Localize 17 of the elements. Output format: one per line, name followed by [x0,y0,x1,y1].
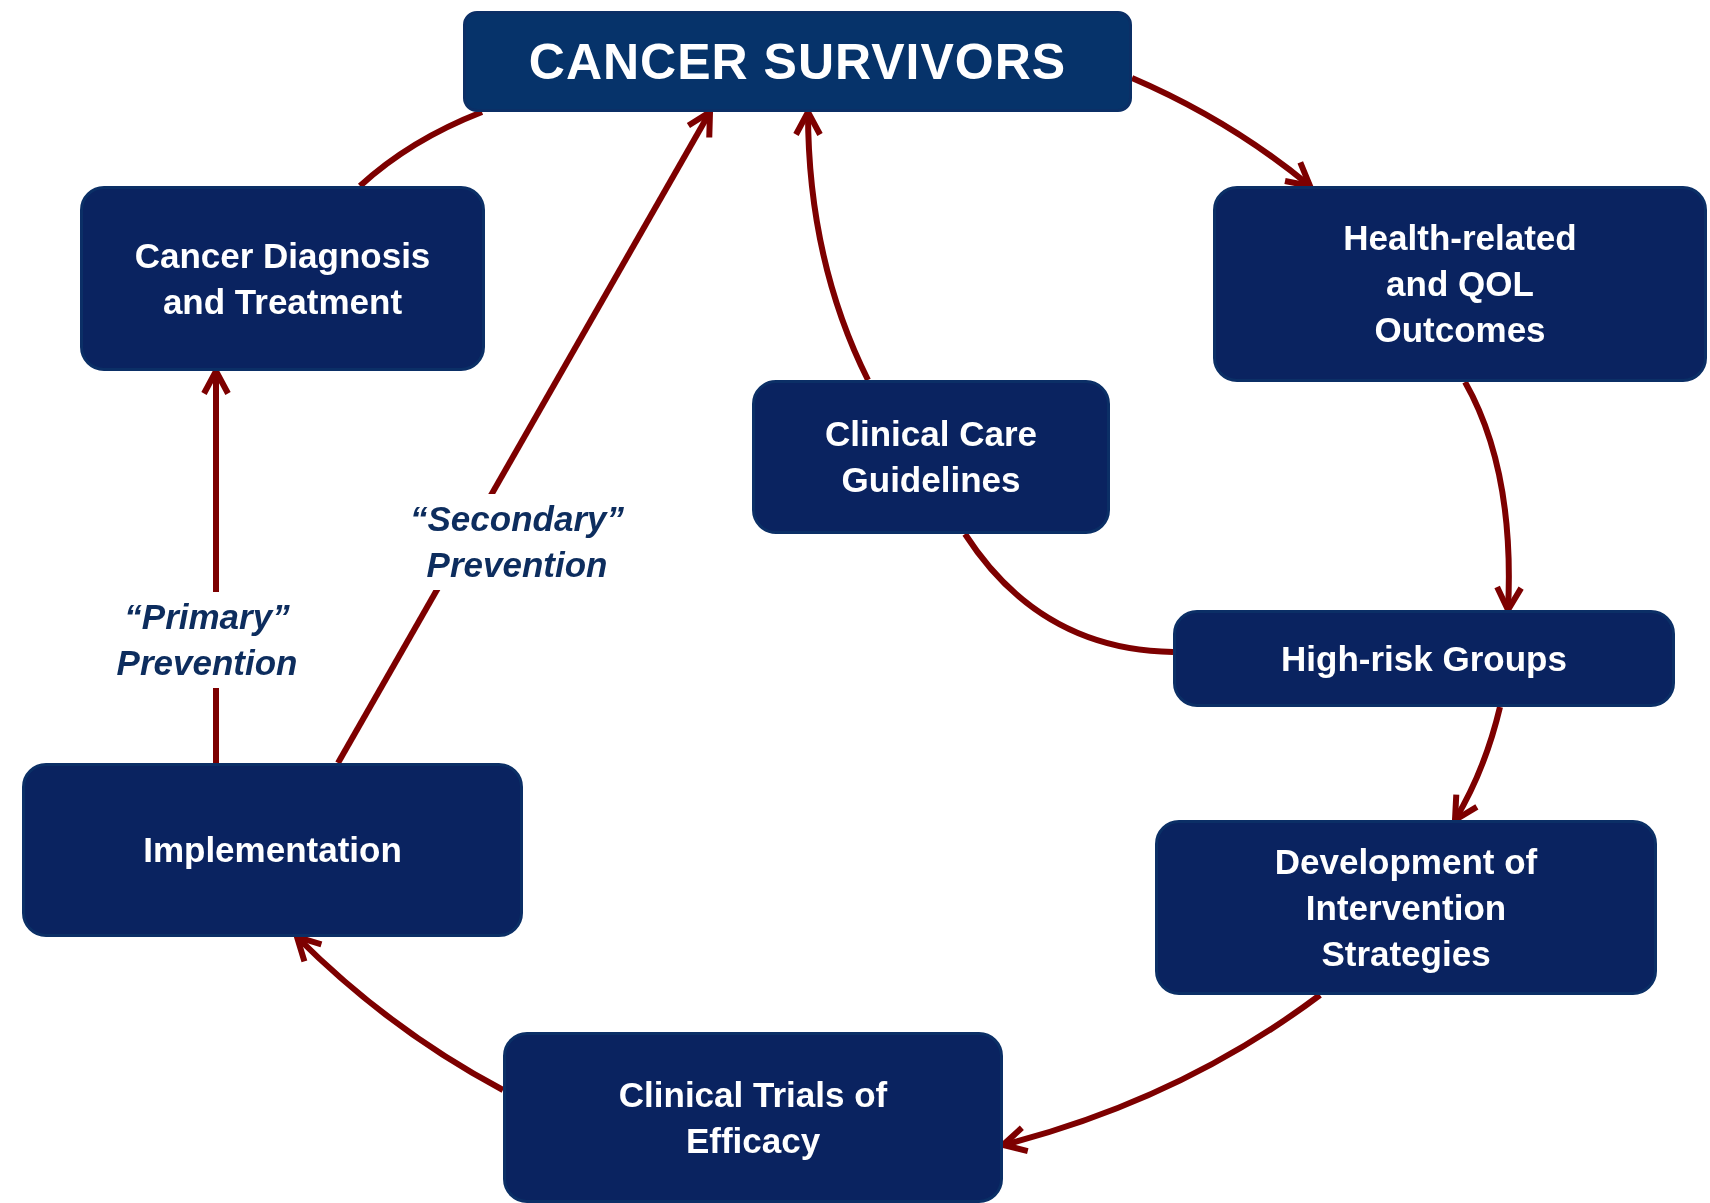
box-label: Cancer Diagnosis and Treatment [133,234,432,323]
process-box [80,186,485,371]
process-box [1155,820,1657,995]
box-label: Implementation [142,829,403,871]
box-label: Development of Intervention Strategies [1273,840,1539,975]
box-label: High-risk Groups [1280,637,1568,680]
process-box [1173,610,1675,707]
process-box [752,380,1110,534]
process-box [503,1032,1003,1203]
connector-line [962,532,1174,655]
box-label: Health-related and QOL Outcomes [1342,217,1578,351]
box-label: Clinical Trials of Efficacy [617,1073,889,1162]
process-box [463,11,1132,112]
box-label: CANCER SURVIVORS [527,38,1068,85]
box-label: Clinical Care Guidelines [823,413,1038,501]
process-box [1213,186,1707,382]
process-box [22,763,523,937]
